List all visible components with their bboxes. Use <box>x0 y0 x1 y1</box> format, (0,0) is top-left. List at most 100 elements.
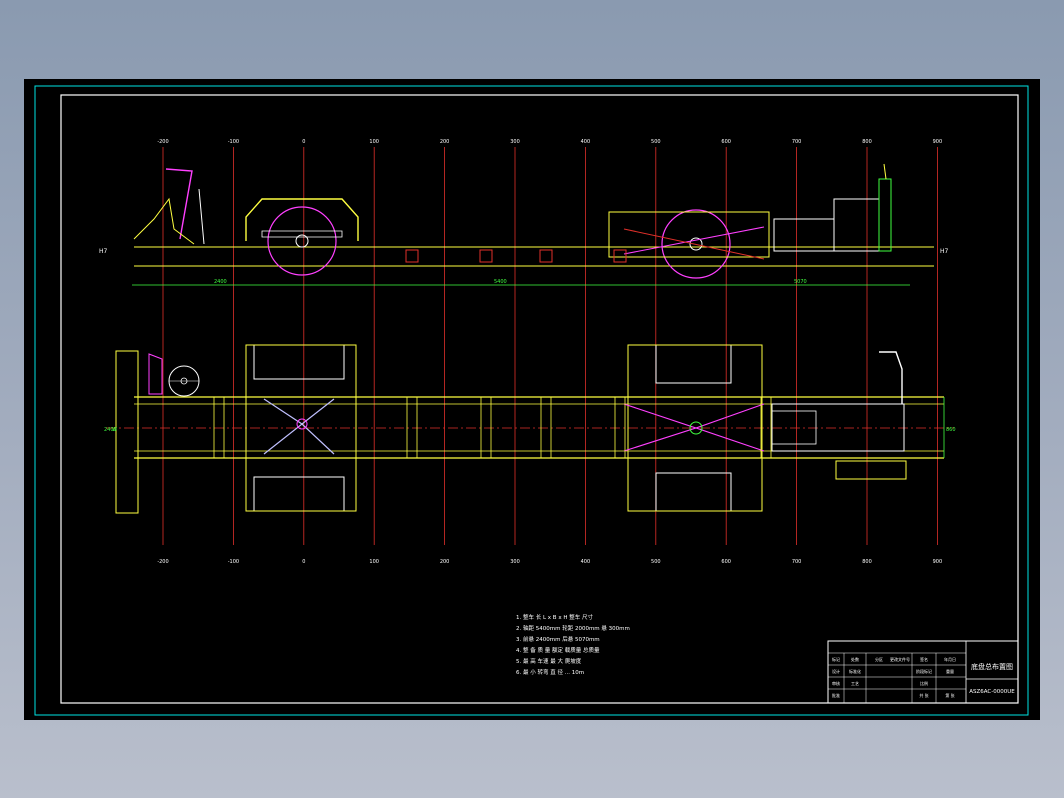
title-block-cell: 年月日 <box>944 656 956 662</box>
rear-hub-side <box>689 237 703 251</box>
side-crossmember-block <box>479 249 493 263</box>
gear-lever-side <box>198 188 205 245</box>
side-right-marker: H7 <box>940 248 949 255</box>
top-station-label: 400 <box>581 139 591 145</box>
title-block-cell: 分区 <box>875 656 883 662</box>
bottom-station-label: 300 <box>510 559 520 565</box>
title-block-cells: 标记处数分区更改文件号签名年月日设计标准化审核工艺批准阶段标记重量比例共 张第 … <box>832 656 956 698</box>
side-crossmember-block <box>539 249 553 263</box>
bottom-station-label: 500 <box>651 559 661 565</box>
front-wheel-plan-top <box>253 344 345 380</box>
top-station-label: 600 <box>721 139 731 145</box>
bottom-station-label: -200 <box>157 559 168 565</box>
drawing-sheet: -200 -100 0 100 200 300 400 500 600 700 800 900 -20… <box>24 79 1040 720</box>
title-block-frame <box>827 640 1019 704</box>
rear-bogie-frame-plan <box>627 344 763 512</box>
top-station-label: 300 <box>510 139 520 145</box>
technical-notes: 1. 整车 长 L x B x H 整车 尺寸 2. 轴距 5400mm 轮距 2… <box>516 613 630 676</box>
note-line: 1. 整车 长 L x B x H 整车 尺寸 <box>516 613 593 621</box>
plan-crossmembers <box>213 396 772 459</box>
rear-wheel-side-1 <box>661 209 731 279</box>
title-block-cell: 重量 <box>946 668 954 674</box>
bottom-station-label: 0 <box>302 559 305 565</box>
rear-bogie-box <box>608 211 770 258</box>
steering-column-side <box>165 168 193 240</box>
front-spring-side <box>261 230 343 238</box>
pedal-bracket-side <box>133 197 195 245</box>
top-station-label: 800 <box>862 139 872 145</box>
drawing-number: ASZ6AC-0000UE <box>969 689 1015 695</box>
title-block-cell: 批准 <box>832 692 840 698</box>
bottom-station-label: 200 <box>440 559 450 565</box>
note-line: 5. 最 高 车速 最 大 爬坡度 <box>516 657 582 665</box>
front-hub-side <box>295 234 309 248</box>
plan-right-width: 860 <box>946 427 956 433</box>
plan-crossmember <box>480 396 492 459</box>
title-block-cell: 标准化 <box>849 668 861 674</box>
bottom-station-label: 700 <box>792 559 802 565</box>
plan-crossmember <box>760 396 772 459</box>
bottom-station-label: 100 <box>369 559 379 565</box>
note-line: 2. 轴距 5400mm 轮距 2000mm 悬 300mm <box>516 624 630 632</box>
title-block-cell: 第 张 <box>945 692 954 698</box>
plan-crossmember <box>213 396 225 459</box>
exhaust-pipe-plan <box>879 351 903 404</box>
bottom-station-label: 600 <box>721 559 731 565</box>
top-station-label: -200 <box>157 139 168 145</box>
plan-crossmember <box>614 396 626 459</box>
front-axle-frame-plan <box>245 344 357 512</box>
side-dim-3: 5070 <box>794 279 807 285</box>
station-grid-lines <box>162 147 938 545</box>
note-line: 3. 前悬 2400mm 后悬 5070mm <box>516 635 600 643</box>
title-block-cell: 处数 <box>851 656 859 662</box>
rear-link-2 <box>623 228 765 260</box>
front-wheel-plan-bottom <box>253 476 345 512</box>
top-station-label: 0 <box>302 139 305 145</box>
plan-top-view: 2400 W 860 <box>104 344 956 514</box>
plan-crossmember <box>540 396 552 459</box>
front-wheel-side <box>267 206 337 276</box>
front-steering-linkage <box>263 398 335 455</box>
rear-axle-linkage <box>623 403 765 452</box>
chassis-layout-drawing: -200 -100 0 100 200 300 400 500 600 700 800 900 -20… <box>34 85 1029 716</box>
fan-rod <box>883 163 887 180</box>
rear-axle-hub-plan <box>689 421 703 435</box>
bottom-station-label: -100 <box>228 559 239 565</box>
bottom-station-labels: -200 -100 0 100 200 300 400 500 600 700 800 900 <box>157 559 942 565</box>
side-dim-2: 5400 <box>494 279 507 285</box>
side-dim-1: 2400 <box>214 279 227 285</box>
title-block-cell: 标记 <box>832 656 840 662</box>
drawing-title: 底盘总布置图 <box>971 662 1013 671</box>
rear-wheel-plan-bl <box>655 472 732 512</box>
title-block-cell: 更改文件号 <box>890 656 910 662</box>
side-crossmembers <box>405 249 627 263</box>
title-block-cell: 阶段标记 <box>916 668 932 674</box>
top-station-label: -100 <box>228 139 239 145</box>
side-elevation-view: H7 H7 2400 5400 5070 <box>99 163 949 286</box>
bottom-station-label: 900 <box>933 559 943 565</box>
engine-block-side <box>773 218 835 252</box>
outer-frame <box>34 85 1029 716</box>
top-station-label: 200 <box>440 139 450 145</box>
side-crossmember-block <box>405 249 419 263</box>
top-station-label: 900 <box>933 139 943 145</box>
radiator-side <box>878 178 892 252</box>
top-station-label: 500 <box>651 139 661 145</box>
title-block-cell: 审核 <box>832 680 840 686</box>
bottom-station-label: 400 <box>581 559 591 565</box>
bottom-station-label: 800 <box>862 559 872 565</box>
title-block-cell: 工艺 <box>851 681 859 686</box>
engine-head-side <box>833 198 880 252</box>
inner-border <box>60 94 1019 704</box>
title-block-cell: 签名 <box>920 656 928 662</box>
side-left-marker: H7 <box>99 248 108 255</box>
plan-crossmember <box>406 396 418 459</box>
plan-left-width: 2400 <box>104 427 117 433</box>
top-station-label: 100 <box>369 139 379 145</box>
note-line: 4. 整 备 质 量 额定 载质量 总质量 <box>516 646 600 654</box>
front-wheel-arch <box>245 198 359 241</box>
title-block-cell: 共 张 <box>919 692 928 698</box>
title-block-cell: 设计 <box>832 668 840 674</box>
